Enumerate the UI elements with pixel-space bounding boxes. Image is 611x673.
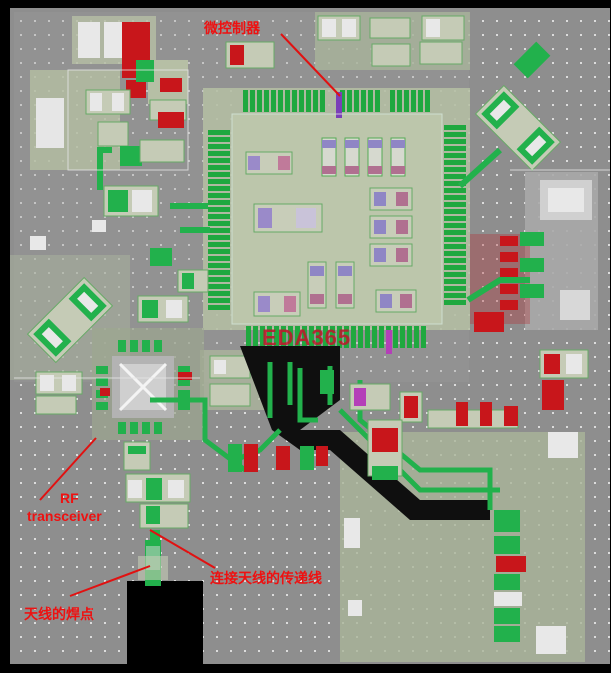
antenna-keepout — [127, 581, 203, 665]
rf-transceiver-ic — [92, 328, 204, 440]
watermark: EDA365 — [262, 325, 352, 350]
annotation-rf-line2: transceiver — [27, 508, 102, 524]
annotation-feedline: 连接天线的传递线 — [210, 571, 322, 587]
annotation-antenna-pad: 天线的焊点 — [24, 607, 94, 623]
annotation-mcu: 微控制器 — [204, 21, 260, 37]
rf-feedline — [123, 441, 191, 586]
annotation-lines — [39, 33, 341, 597]
connector-pads — [344, 510, 566, 654]
annotation-rf-line1: RF — [60, 490, 79, 506]
